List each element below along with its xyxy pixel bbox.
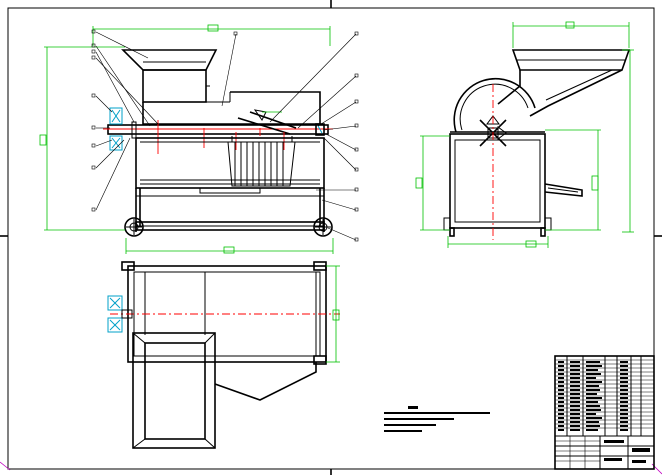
top-hopper (132, 332, 317, 449)
left-bearing-icon (109, 107, 137, 151)
title-block-lower (555, 436, 654, 469)
side-body (443, 84, 583, 240)
housing (142, 91, 321, 125)
front-dimensions (39, 24, 334, 254)
top-dimensions (326, 265, 340, 363)
machine-frame (135, 137, 325, 232)
front-wheel-right (313, 217, 333, 237)
right-bearing-icon (315, 123, 325, 136)
side-hopper (497, 49, 631, 117)
leader-lines-left (91, 29, 159, 212)
main-shaft (103, 124, 333, 135)
hopper (121, 49, 218, 103)
side-dimensions (415, 21, 634, 248)
technical-notes (384, 406, 490, 432)
side-view (415, 21, 634, 248)
threshing-drum (227, 109, 297, 187)
front-wheel-left (124, 217, 144, 237)
top-bearing-icon (107, 295, 133, 333)
centerline-marks (157, 120, 285, 154)
leader-lines-right (221, 31, 359, 242)
top-view (107, 261, 340, 449)
title-block (554, 355, 655, 470)
title-block-rows (555, 359, 654, 437)
front-view (39, 24, 359, 254)
title-block-fill (558, 361, 628, 431)
